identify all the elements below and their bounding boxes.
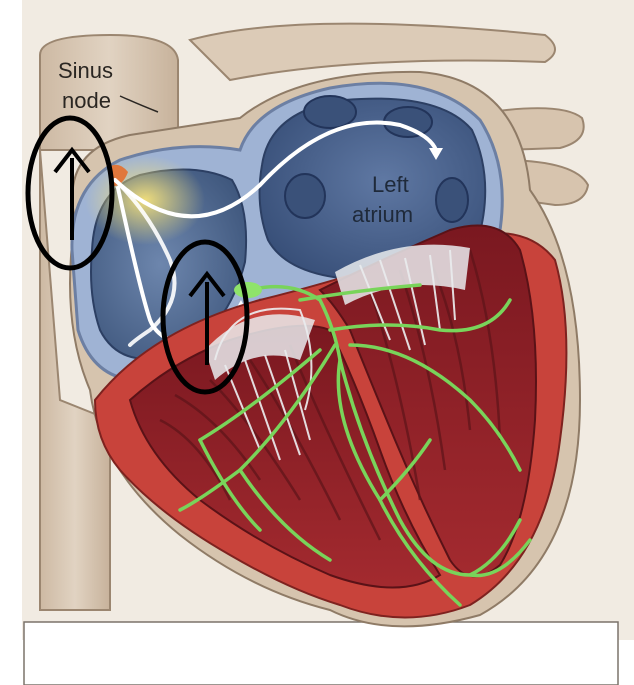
sinus-glow — [85, 155, 205, 245]
av-node — [234, 282, 262, 298]
sinus-node-label-line1: Sinus — [58, 58, 113, 83]
caption-box — [24, 622, 618, 685]
left-atrium-label-line1: Left — [372, 172, 409, 197]
left-atrium-label-line2: atrium — [352, 202, 413, 227]
sinus-node-label-line2: node — [62, 88, 111, 113]
